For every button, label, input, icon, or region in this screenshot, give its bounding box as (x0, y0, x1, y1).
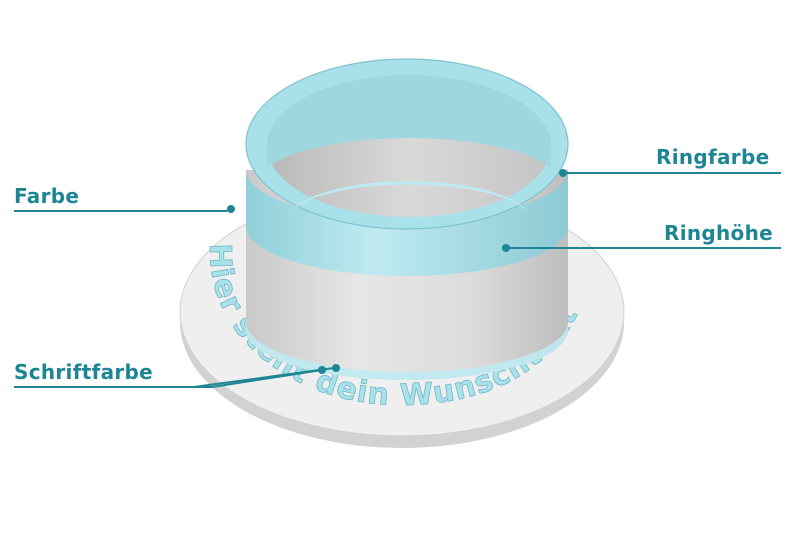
schriftfarbe-leader-line-2 (14, 367, 335, 388)
schriftfarbe-marker-dot-1 (318, 366, 326, 374)
farbe-label: Farbe (14, 184, 80, 208)
farbe-marker-dot (227, 205, 235, 213)
schriftfarbe-marker-dot-2 (332, 364, 340, 372)
ringfarbe-marker-dot (559, 169, 567, 177)
ringhoehe-label: Ringhöhe (664, 221, 773, 245)
farbe-leader-line (14, 208, 232, 212)
ringfarbe-label: Ringfarbe (656, 145, 770, 169)
ringhoehe-marker-dot (502, 244, 510, 252)
schriftfarbe-label: Schriftfarbe (14, 360, 154, 384)
ring-top (245, 58, 569, 230)
